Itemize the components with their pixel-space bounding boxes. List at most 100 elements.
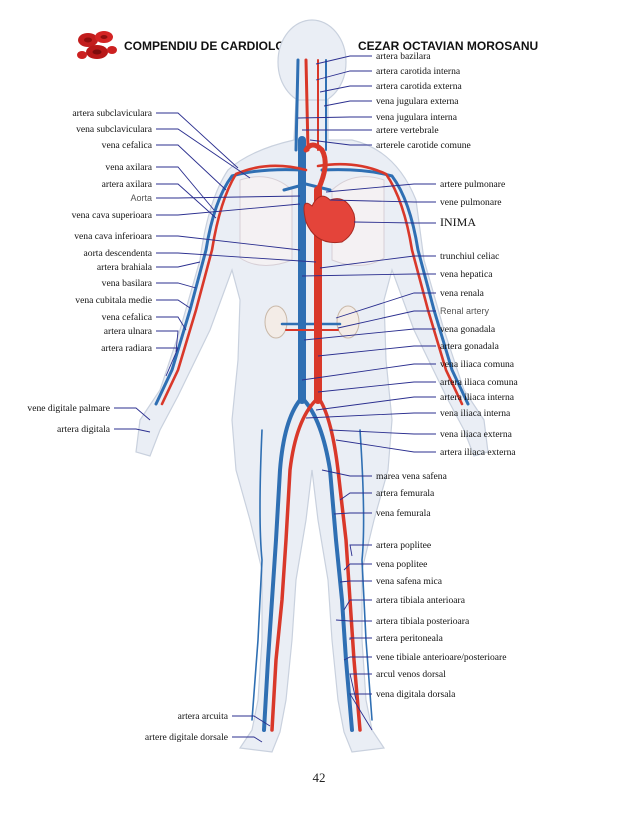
leader-line <box>317 345 436 357</box>
label-right-vena-hepatica: vena hepatica <box>440 269 493 280</box>
label-right-artere-vertebrale: artere vertebrale <box>376 125 439 136</box>
leader-line <box>335 619 372 622</box>
leader-line <box>343 599 372 611</box>
label-right-artera-carotida-externa: artera carotida externa <box>376 81 462 92</box>
label-right-vena-iliaca-interna: vena iliaca interna <box>440 408 511 419</box>
label-left-artera-digitala: artera digitala <box>57 424 111 435</box>
label-right-vena-gonadala: vena gonadala <box>440 324 496 335</box>
leader-line <box>329 199 436 203</box>
leader-line <box>156 183 217 219</box>
leader-line <box>349 637 372 640</box>
heart <box>303 195 356 244</box>
label-right-trunchiul-celiac: trunchiul celiac <box>440 251 499 262</box>
label-right-artera-iliaca-interna: artera iliaca interna <box>440 392 515 403</box>
label-left-vena-cava-inferioara: vena cava inferioara <box>74 231 153 242</box>
label-left-artera-brahiala: artera brahiala <box>97 262 153 273</box>
leader-line <box>156 112 239 169</box>
leader-line <box>156 316 187 331</box>
label-right-renal-artery: Renal artery <box>440 306 490 316</box>
label-right-artera-poplitee: artera poplitee <box>376 540 431 551</box>
label-right-artere-pulmonare: artere pulmonare <box>440 179 505 190</box>
leader-line <box>339 580 372 583</box>
label-right-vena-iliaca-externa: vena iliaca externa <box>440 429 513 440</box>
leader-line <box>156 252 317 263</box>
label-right-arcul-venos-dorsal: arcul venos dorsal <box>376 669 446 680</box>
header-left-title: COMPENDIU DE CARDIOLOGIE <box>124 39 306 53</box>
leader-line <box>325 183 436 193</box>
leader-line <box>319 85 372 93</box>
label-right-artera-peritoneala: artera peritoneala <box>376 633 444 644</box>
leader-line <box>349 544 372 557</box>
label-right-vena-poplitee: vena poplitee <box>376 559 427 570</box>
leader-line <box>301 273 436 277</box>
label-right-inima: INIMA <box>440 215 476 229</box>
leader-line <box>156 144 227 191</box>
leader-line <box>156 166 215 211</box>
label-right-artera-tibiala-anterioara: artera tibiala anterioara <box>376 595 466 606</box>
label-left-vene-digitale-palmare: vene digitale palmare <box>27 403 110 414</box>
leader-line <box>156 282 197 289</box>
right-labels: artera bazilara artera carotida interna ar… <box>376 51 519 700</box>
label-right-vene-pulmonare: vene pulmonare <box>440 197 502 208</box>
leader-line <box>349 673 372 701</box>
leader-line <box>315 70 372 81</box>
leader-line <box>309 139 372 146</box>
label-left-vena-subclaviculara: vena subclaviculara <box>76 124 153 135</box>
label-left-vena-cefalica: vena cefalica <box>102 140 153 151</box>
label-right-vena-jugulara-externa: vena jugulara externa <box>376 96 459 107</box>
blood-cells-logo-icon <box>74 28 118 62</box>
leader-line <box>315 396 436 411</box>
leader-line <box>156 195 301 199</box>
leader-line <box>323 100 372 107</box>
leader-line <box>343 563 372 571</box>
leader-line <box>317 381 436 393</box>
label-right-artera-femurala: artera femurala <box>376 488 435 499</box>
leader-line <box>335 439 436 453</box>
label-right-artera-carotida-interna: artera carotida interna <box>376 66 461 77</box>
label-right-vena-digitala-dorsala: vena digitala dorsala <box>376 689 456 700</box>
label-right-vena-safena-mica: vena safena mica <box>376 576 443 587</box>
page-number: 42 <box>312 770 326 785</box>
leader-line <box>156 235 301 251</box>
kidneys <box>264 305 360 339</box>
leader-line <box>114 428 151 433</box>
label-right-artera-tibiala-posterioara: artera tibiala posterioara <box>376 616 470 627</box>
label-right-marea-vena-safena: marea vena safena <box>376 471 448 482</box>
leader-line <box>339 492 372 501</box>
leader-line <box>156 261 201 268</box>
label-left-artera-subclaviculara: artera subclaviculara <box>72 108 152 119</box>
label-left-vena-axilara: vena axilara <box>105 162 152 173</box>
label-left-artera-ulnara: artera ulnara <box>104 326 153 337</box>
label-right-artera-bazilara: artera bazilara <box>376 51 431 62</box>
label-left-aorta: Aorta <box>130 193 152 203</box>
label-left-artera-arcuita: artera arcuita <box>178 711 229 722</box>
leader-line <box>319 255 436 269</box>
leader-line <box>156 299 191 309</box>
leader-line <box>232 715 271 727</box>
label-left-vena-cubitala-medie: vena cubitala medie <box>75 295 152 306</box>
leader-line <box>301 363 436 381</box>
label-left-vena-cava-superioara: vena cava superioara <box>72 210 153 221</box>
label-right-artera-gonadala: artera gonadala <box>440 341 500 352</box>
leader-lines <box>114 55 436 743</box>
label-right-artera-iliaca-externa: artera iliaca externa <box>440 447 516 458</box>
leader-line <box>333 512 372 515</box>
header-right-title: CEZAR OCTAVIAN MOROSANU <box>358 39 539 53</box>
leader-line <box>156 347 179 377</box>
leader-line <box>335 292 436 319</box>
label-right-vene-tibiale-anterioare-posterioare: vene tibiale anterioare/posterioare <box>376 652 507 663</box>
leader-line <box>232 736 263 743</box>
label-right-artera-iliaca-comuna: artera iliaca comuna <box>440 377 519 388</box>
leader-line <box>343 656 372 661</box>
label-left-artera-axilara: artera axilara <box>102 179 153 190</box>
leader-line <box>297 116 372 119</box>
leader-line <box>349 693 373 731</box>
label-left-artere-digitale-dorsale: artere digitale dorsale <box>145 732 228 743</box>
label-right-vena-jugulara-interna: vena jugulara interna <box>376 112 458 123</box>
leader-line <box>329 429 436 435</box>
leader-line <box>303 328 436 341</box>
label-left-vena-cefalica: vena cefalica <box>102 312 153 323</box>
label-left-artera-radiara: artera radiara <box>101 343 153 354</box>
